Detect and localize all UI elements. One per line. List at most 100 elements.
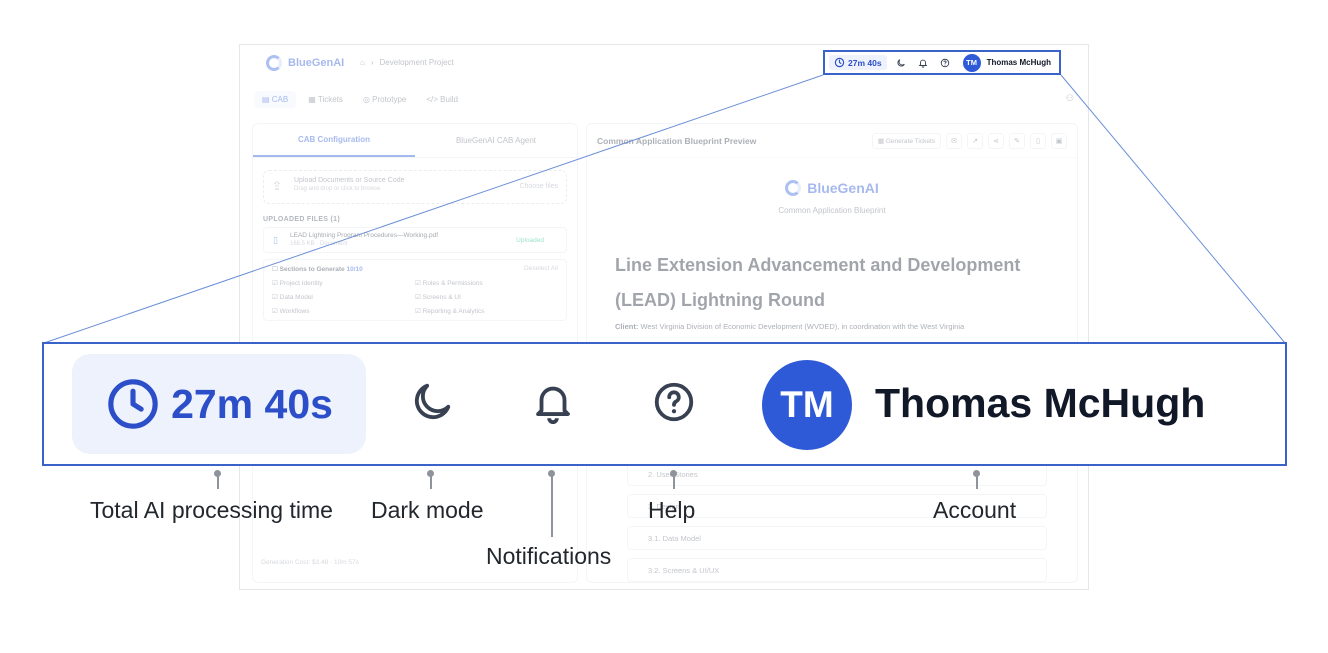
file-icon: ▯	[273, 235, 278, 245]
tab-cab-agent[interactable]: BlueGenAI CAB Agent	[455, 136, 537, 145]
section-label: Reporting & Analytics	[422, 308, 485, 315]
save-icon[interactable]: ▣	[1051, 132, 1067, 149]
callout-pin	[430, 471, 432, 489]
logo-ring-icon	[785, 180, 802, 196]
callout-pin	[551, 471, 553, 537]
uploaded-files-label: UPLOADED FILES (1)	[263, 216, 340, 223]
timer-text-small: 27m 40s	[848, 57, 882, 68]
user-name-small[interactable]: Thomas McHugh	[986, 58, 1052, 67]
callout-notifications-label: Notifications	[486, 543, 612, 569]
callout-pin	[217, 471, 219, 489]
sections-count: 10/10	[346, 266, 363, 273]
preview-header: Common Application Blueprint Preview ▦ G…	[587, 124, 1077, 158]
logo-ring-icon	[266, 55, 282, 71]
user-name[interactable]: Thomas McHugh	[875, 380, 1206, 426]
section-checkbox[interactable]: ☑ Reporting & Analytics	[415, 308, 485, 315]
tab-prototype[interactable]: ◎ Prototype	[355, 91, 414, 108]
select-all-checkbox[interactable]: ☐	[272, 266, 280, 273]
breadcrumb: ⌂ › Development Project	[360, 58, 454, 67]
client-label: Client:	[615, 322, 639, 331]
callout-dot	[427, 470, 434, 477]
clock-icon	[834, 57, 845, 68]
generate-tickets-button[interactable]: ▦ Generate Tickets	[871, 132, 941, 149]
avatar-small[interactable]: TM	[962, 53, 981, 72]
comments-icon[interactable]: ✉	[946, 132, 962, 149]
tab-cab-label: CAB	[271, 95, 289, 104]
share-icon[interactable]: ⋖	[988, 132, 1004, 149]
preview-title: Common Application Blueprint Preview	[597, 135, 757, 146]
grid-icon: ▦	[308, 95, 318, 104]
file-row[interactable]: ▯ LEAD Lightning Program Procedures—Work…	[263, 227, 567, 253]
choose-files-button[interactable]: Choose files	[519, 183, 558, 190]
top-nav: ▤ CAB ▦ Tickets ◎ Prototype </> Build	[254, 91, 466, 108]
callout-dark-mode-label: Dark mode	[371, 497, 484, 523]
callout-dot	[548, 470, 555, 477]
section-label: Data Model	[279, 294, 313, 301]
help-icon[interactable]	[937, 58, 953, 68]
timer-badge-small[interactable]: 27m 40s	[829, 55, 887, 70]
chevron-right-icon: ›	[370, 58, 374, 67]
section-checkbox[interactable]: ☑ Data Model	[272, 294, 313, 301]
help-icon[interactable]	[650, 378, 698, 426]
moon-icon[interactable]	[893, 58, 909, 68]
preview-brand: BlueGenAI	[587, 180, 1077, 196]
generation-cost: Generation Cost: $3.48 · 10m 57s	[261, 559, 359, 566]
preview-brand-name: BlueGenAI	[807, 180, 879, 196]
section-checkbox[interactable]: ☑ Screens & UI	[415, 294, 461, 301]
preview-subtitle: Common Application Blueprint	[778, 206, 886, 215]
external-link-icon[interactable]: ↗	[967, 132, 983, 149]
zoomed-header-bar: 27m 40s TM Thomas McHugh	[42, 342, 1287, 466]
upload-subtitle: Drag and drop or click to browse	[294, 186, 381, 192]
sections-label: Sections to Generate	[279, 266, 345, 273]
clock-icon	[108, 379, 158, 429]
code-icon: </>	[426, 95, 441, 104]
tab-build-label: Build	[440, 95, 458, 104]
callout-pin	[976, 471, 978, 489]
toc-item[interactable]: 3.1. Data Model	[627, 526, 1047, 550]
edit-icon[interactable]: ✎	[1009, 132, 1025, 149]
section-label: Roles & Permissions	[422, 280, 483, 287]
sections-grid: ☑ Project Identity ☑ Roles & Permissions…	[272, 279, 558, 315]
client-value: West Virginia Division of Economic Devel…	[640, 322, 965, 331]
breadcrumb-project[interactable]: Development Project	[379, 58, 454, 67]
file-status: Uploaded	[516, 237, 544, 244]
callout-help-label: Help	[648, 497, 696, 523]
section-checkbox[interactable]: ☑ Roles & Permissions	[415, 280, 483, 287]
bell-icon[interactable]	[529, 378, 577, 426]
section-checkbox[interactable]: ☑ Workflows	[272, 308, 310, 315]
tab-prototype-label: Prototype	[372, 95, 407, 104]
avatar[interactable]: TM	[762, 360, 852, 450]
left-tabs: CAB Configuration BlueGenAI CAB Agent	[253, 124, 577, 158]
timer-text: 27m 40s	[171, 380, 333, 427]
home-icon[interactable]: ⌂	[360, 58, 365, 67]
tab-build[interactable]: </> Build	[418, 91, 466, 108]
section-checkbox[interactable]: ☑ Project Identity	[272, 280, 323, 287]
moon-icon[interactable]	[408, 378, 456, 426]
timer-badge[interactable]: 27m 40s	[72, 354, 366, 454]
user-add-icon[interactable]: ⚇	[1065, 93, 1074, 103]
document-title: Line Extension Advancement and Developme…	[615, 255, 1021, 310]
header-highlight: 27m 40s TM Thomas McHugh	[823, 50, 1061, 75]
upload-dropzone[interactable]: ⇪ Upload Documents or Source Code Drag a…	[263, 170, 567, 204]
brand-name: BlueGenAI	[288, 57, 345, 69]
callout-dot	[670, 470, 677, 477]
callout-timer-label: Total AI processing time	[90, 497, 333, 523]
deselect-all-button[interactable]: Deselect All	[524, 265, 558, 272]
tab-cab[interactable]: ▤ CAB	[254, 91, 297, 108]
pdf-icon[interactable]: ▯	[1030, 132, 1046, 149]
sections-to-generate: ☐ Sections to Generate 10/10 Deselect Al…	[263, 259, 567, 321]
section-label: Workflows	[279, 308, 310, 315]
generate-tickets-label: Generate Tickets	[885, 137, 935, 145]
toc-item[interactable]: 3. Design	[627, 494, 1047, 518]
bell-icon[interactable]	[915, 58, 931, 68]
document-icon: ▤	[262, 95, 272, 104]
section-label: Screens & UI	[422, 294, 461, 301]
tab-cab-configuration[interactable]: CAB Configuration	[253, 124, 415, 157]
section-label: Project Identity	[279, 280, 323, 287]
toc-item[interactable]: 3.2. Screens & UI/UX	[627, 558, 1047, 582]
tab-tickets[interactable]: ▦ Tickets	[300, 91, 351, 108]
callout-account-label: Account	[933, 497, 1017, 523]
callout-pin	[673, 471, 675, 489]
brand-logo[interactable]: BlueGenAI	[266, 55, 344, 71]
